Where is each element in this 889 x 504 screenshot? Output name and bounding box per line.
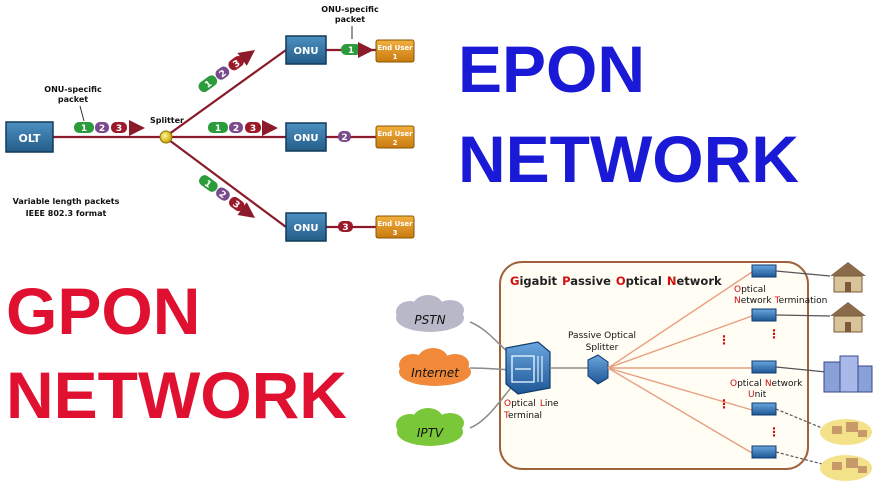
onu-label: ONU bbox=[294, 46, 319, 57]
onu-packet-2: 2 bbox=[338, 131, 351, 143]
packet-number: 3 bbox=[232, 58, 243, 70]
onu-packet-label-top-top: ONU-specific bbox=[321, 5, 379, 14]
end-user-box-2: End User 2 bbox=[375, 125, 415, 149]
fanout-fibers bbox=[607, 271, 753, 454]
ont-label-line-1: Optical bbox=[734, 285, 766, 295]
end-user-number: 3 bbox=[393, 229, 398, 237]
splitter-label-line-1: Passive Optical bbox=[568, 331, 636, 341]
packet-group-down: 1 2 3 bbox=[199, 175, 256, 218]
onu-packet-label-left-top: ONU-specific bbox=[44, 85, 102, 94]
svg-text:⋮: ⋮ bbox=[768, 327, 780, 341]
ont-device-3 bbox=[751, 360, 777, 374]
pstn-cloud: PSTN bbox=[396, 295, 464, 332]
epon-note-line-1: Variable length packets bbox=[13, 197, 120, 206]
gpon-title-line-1: GPON bbox=[6, 274, 201, 348]
onu-label: ONU bbox=[294, 133, 319, 144]
packet-number: 1 bbox=[202, 179, 213, 191]
svg-text:⋮: ⋮ bbox=[718, 397, 730, 411]
onu-packet-1: 1 bbox=[341, 42, 374, 58]
packet-number: 3 bbox=[342, 223, 348, 233]
onu-box-1: ONU bbox=[285, 35, 327, 65]
splitter-label: Splitter bbox=[150, 116, 184, 125]
ont-device-2 bbox=[751, 308, 777, 322]
end-user-box-1: End User 1 bbox=[375, 39, 415, 63]
end-user-box-3: End User 3 bbox=[375, 215, 415, 239]
svg-text:⋮: ⋮ bbox=[768, 425, 780, 439]
end-user-number: 2 bbox=[393, 139, 398, 147]
fiber-splitter-onu-3 bbox=[164, 136, 287, 228]
device-links bbox=[775, 270, 831, 465]
house-icon-2 bbox=[830, 302, 866, 333]
onu-packet-3: 3 bbox=[338, 221, 353, 233]
onu-label-line-2: Unit bbox=[748, 390, 767, 400]
end-user-number: 1 bbox=[393, 53, 398, 61]
packet-group-olt: 1 2 3 bbox=[74, 120, 145, 136]
ont-device-1 bbox=[751, 264, 777, 278]
packet-number: 3 bbox=[250, 124, 256, 134]
pstn-label: PSTN bbox=[414, 313, 445, 327]
packet-number: 2 bbox=[233, 124, 239, 134]
packet-group-up: 1 2 3 bbox=[198, 50, 256, 93]
end-user-label: End User bbox=[377, 220, 413, 228]
epon-splitter: Splitter bbox=[150, 116, 184, 144]
iptv-cloud: IPTV bbox=[396, 408, 464, 446]
svg-text:⋮: ⋮ bbox=[718, 333, 730, 347]
end-user-label: End User bbox=[377, 130, 413, 138]
onu-box-2: ONU bbox=[285, 122, 327, 152]
packet-number: 2 bbox=[99, 124, 105, 134]
iptv-label: IPTV bbox=[417, 426, 444, 440]
gpon-frame bbox=[499, 261, 809, 470]
epon-olt-box: OLT bbox=[5, 121, 54, 153]
ont-device-5 bbox=[751, 445, 777, 459]
packet-number: 2 bbox=[217, 189, 228, 201]
epon-title-line-2: NETWORK bbox=[458, 122, 799, 196]
gpon-olt-device bbox=[505, 341, 551, 395]
fanout-dots: ⋮ ⋮ ⋮ ⋮ bbox=[718, 327, 780, 439]
ont-devices bbox=[751, 264, 777, 459]
packet-number: 1 bbox=[348, 46, 354, 56]
packet-group-middle: 1 2 3 bbox=[208, 120, 278, 136]
splitter-label-line-2: Splitter bbox=[586, 343, 619, 353]
packet-number: 3 bbox=[230, 199, 241, 211]
epon-title-line-1: EPON bbox=[458, 32, 646, 106]
house-cluster-icon-2 bbox=[820, 455, 872, 481]
packet-number: 3 bbox=[116, 124, 122, 134]
packet-3 bbox=[111, 122, 127, 133]
internet-cloud: Internet bbox=[399, 348, 471, 386]
onu-label: ONU bbox=[294, 223, 319, 234]
house-icon-1 bbox=[830, 262, 866, 293]
ont-device-4 bbox=[751, 402, 777, 416]
packet-number: 2 bbox=[341, 133, 347, 143]
epon-note-line-2: IEEE 802.3 format bbox=[26, 209, 107, 218]
house-cluster-icon-1 bbox=[820, 419, 872, 445]
gpon-title-line-2: NETWORK bbox=[6, 358, 347, 432]
onu-packet-label-left-bottom: packet bbox=[58, 95, 88, 104]
onu-packet-label-top-bottom: packet bbox=[335, 15, 365, 24]
office-building-icon bbox=[823, 355, 873, 393]
fiber-splitter-onu-1 bbox=[164, 49, 287, 138]
packet-1 bbox=[74, 122, 94, 133]
packet-number: 1 bbox=[203, 79, 214, 91]
packet-number: 1 bbox=[81, 124, 87, 134]
passive-optical-splitter bbox=[587, 354, 609, 385]
olt-label-line-2: Terminal bbox=[503, 411, 542, 421]
epon-diagram: OLT 1 2 3 ONU-specific packet Splitter 1… bbox=[5, 5, 415, 242]
internet-label: Internet bbox=[411, 366, 460, 380]
onu-box-3: ONU bbox=[285, 212, 327, 242]
packet-number: 1 bbox=[215, 124, 221, 134]
olt-label: OLT bbox=[18, 132, 41, 145]
packet-2 bbox=[95, 122, 109, 133]
packet-number: 2 bbox=[218, 68, 229, 80]
end-user-label: End User bbox=[377, 44, 413, 52]
